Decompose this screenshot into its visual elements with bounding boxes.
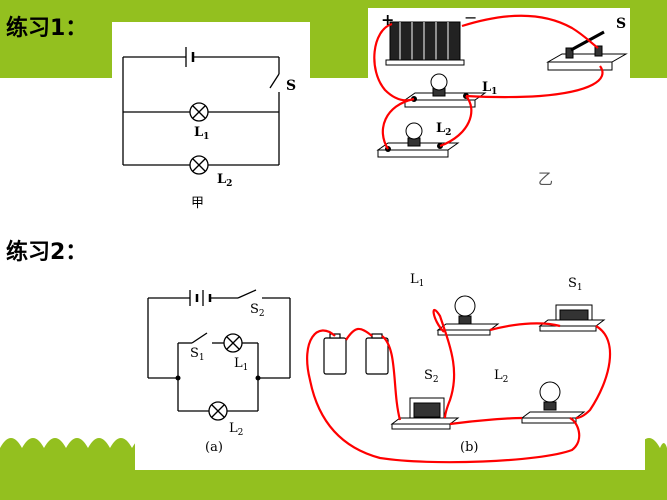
knife-switch bbox=[546, 30, 628, 71]
fig1b-battery-plus: + bbox=[381, 10, 395, 29]
fig1b-battery-minus: − bbox=[464, 8, 478, 27]
fig2a-caption: (a) bbox=[205, 440, 223, 455]
battery-pack bbox=[385, 21, 465, 66]
fig1a-switch-label: S bbox=[286, 78, 297, 94]
exercise-2-heading: 练习2： bbox=[6, 240, 88, 265]
lamp-l1-holder bbox=[436, 295, 500, 336]
fig2b-lamp2-label: L2 bbox=[494, 368, 509, 385]
battery-cells bbox=[323, 333, 389, 375]
figure-1a-panel bbox=[112, 22, 310, 212]
fig2a-lamp1-label: L1 bbox=[234, 356, 249, 373]
fig1b-lamp1-label: L1 bbox=[482, 80, 498, 97]
fig2b-switch2-label: S2 bbox=[424, 368, 439, 385]
switch-s2-blade bbox=[237, 289, 257, 299]
lamp-l2-holder bbox=[520, 381, 586, 424]
fig2a-lamp2-label: L2 bbox=[229, 421, 244, 438]
fig2b-lamp1-label: L1 bbox=[410, 272, 425, 289]
figure-2-panel bbox=[135, 268, 645, 470]
fig1b-lamp2-label: L2 bbox=[436, 121, 452, 138]
fig1a-caption: 甲 bbox=[191, 196, 205, 211]
switch-s2 bbox=[390, 397, 460, 430]
fig2a-switch1-label: S1 bbox=[190, 346, 205, 363]
fig1b-caption: 乙 bbox=[538, 170, 554, 188]
fig1a-lamp2-label: L2 bbox=[217, 172, 233, 189]
figure-1b-wires bbox=[373, 14, 604, 150]
fig2b-caption: (b) bbox=[460, 440, 479, 455]
fig2a-switch2-label: S2 bbox=[250, 302, 265, 319]
switch-s-blade bbox=[269, 73, 280, 89]
fig1a-lamp1-label: L1 bbox=[194, 125, 210, 142]
switch-s1-blade bbox=[191, 332, 208, 344]
switch-s1 bbox=[538, 304, 606, 332]
exercise-1-heading: 练习1： bbox=[6, 16, 88, 41]
lamp-l1-holder bbox=[403, 73, 487, 108]
fig1b-switch-label: S bbox=[616, 16, 627, 32]
fig2b-switch1-label: S1 bbox=[568, 276, 583, 293]
figure-2b-wires bbox=[306, 308, 612, 464]
